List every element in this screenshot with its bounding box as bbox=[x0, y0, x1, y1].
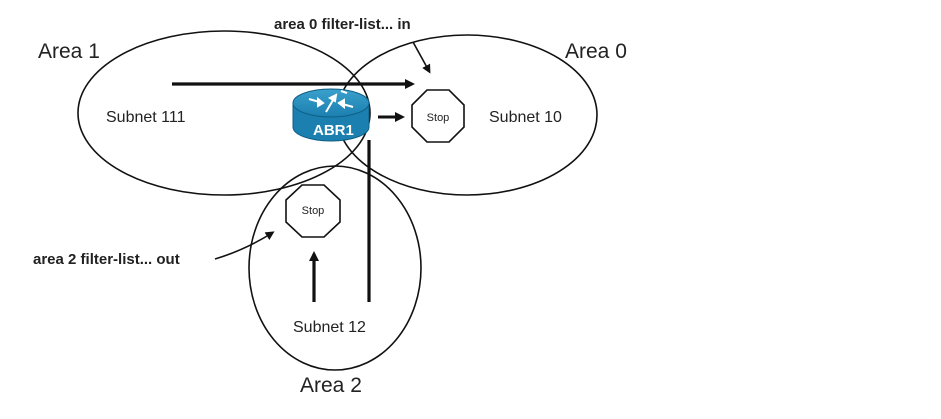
subnet-10-label: Subnet 10 bbox=[489, 109, 562, 126]
subnet-12-label: Subnet 12 bbox=[293, 319, 366, 336]
area-2-command-arrow bbox=[214, 231, 275, 260]
area-2-label: Area 2 bbox=[300, 374, 362, 397]
area-1-ellipse bbox=[77, 30, 371, 196]
area-0-filter-list-in-label: area 0 filter-list... in bbox=[274, 16, 411, 33]
abr1-router-icon: ABR1 bbox=[292, 88, 370, 142]
area-1-label: Area 1 bbox=[38, 40, 100, 63]
area-2-stop-label: Stop bbox=[302, 205, 325, 217]
area-2-filter-list-out-label: area 2 filter-list... out bbox=[33, 251, 180, 268]
area-2-ellipse bbox=[248, 165, 422, 371]
area-0-stop-label: Stop bbox=[427, 112, 450, 124]
subnet-111-label: Subnet 111 bbox=[106, 109, 186, 126]
area-0-label: Area 0 bbox=[565, 40, 627, 63]
area-0-stop-sign-icon: Stop bbox=[411, 89, 465, 143]
abr1-label: ABR1 bbox=[313, 122, 354, 139]
area-2-stop-sign-icon: Stop bbox=[285, 184, 341, 238]
area-0-command-arrow bbox=[412, 41, 431, 74]
